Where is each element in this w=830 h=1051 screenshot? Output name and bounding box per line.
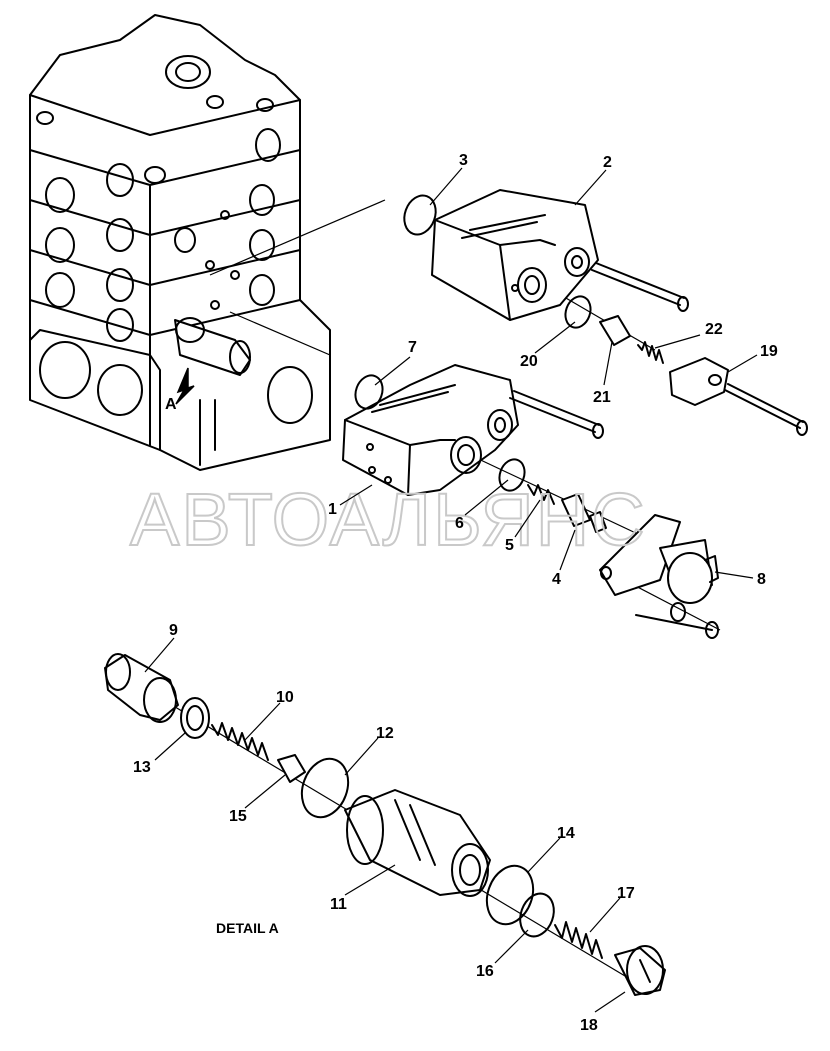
part-12-o-ring — [300, 757, 350, 819]
part-14-o-ring — [485, 864, 535, 926]
detail-a-parts — [104, 653, 666, 996]
part-7-o-ring — [354, 374, 384, 410]
callout-21: 21 — [593, 389, 611, 406]
callout-18: 18 — [580, 1017, 598, 1034]
part-22-spring — [637, 341, 664, 364]
part-19-plate — [669, 357, 729, 406]
callout-15: 15 — [229, 808, 247, 825]
part-21-plunger — [599, 315, 631, 346]
callout-13: 13 — [133, 759, 151, 776]
part-4-plunger — [561, 493, 591, 527]
part-11-body — [344, 789, 491, 896]
callout-1: 1 — [328, 501, 337, 518]
part-5-spring — [527, 484, 555, 505]
callout-6: 6 — [455, 515, 464, 532]
callout-10: 10 — [276, 689, 294, 706]
part-6-o-ring — [498, 458, 526, 492]
leader-lines — [144, 167, 758, 1013]
callout-22: 22 — [705, 321, 723, 338]
callout-9: 9 — [169, 622, 178, 639]
view-a-label: A — [165, 396, 177, 413]
part-16-o-ring — [519, 892, 555, 938]
control-valve-block — [29, 14, 331, 471]
part-13-washer — [180, 697, 210, 739]
callout-16: 16 — [476, 963, 494, 980]
callout-3: 3 — [459, 152, 468, 169]
callout-17: 17 — [617, 885, 635, 902]
callout-20: 20 — [520, 353, 538, 370]
callout-4: 4 — [552, 571, 561, 588]
callout-5: 5 — [505, 537, 514, 554]
part-20-o-ring — [564, 295, 592, 329]
callout-11: 11 — [330, 896, 347, 913]
upper-small-parts — [354, 194, 808, 639]
callout-8: 8 — [757, 571, 766, 588]
part-15-poppet — [277, 754, 306, 783]
view-arrow-icon — [175, 367, 195, 405]
callout-14: 14 — [557, 825, 575, 842]
part-17-spring — [554, 921, 603, 959]
part-3-o-ring — [403, 194, 437, 236]
part-10-spring — [211, 722, 269, 761]
callout-19: 19 — [760, 343, 778, 360]
callout-numbers: 3 2 7 22 19 20 21 1 6 5 4 8 9 10 13 12 1… — [133, 152, 778, 1034]
part-9-fitting — [104, 654, 179, 721]
detail-a-label: DETAIL A — [216, 920, 279, 936]
part-2-cover — [431, 189, 599, 321]
callout-12: 12 — [376, 725, 394, 742]
callout-7: 7 — [408, 339, 417, 356]
callout-2: 2 — [603, 154, 612, 171]
watermark-text: АВТОАЛЬЯНС — [130, 478, 647, 561]
part-1-cover — [342, 364, 519, 496]
